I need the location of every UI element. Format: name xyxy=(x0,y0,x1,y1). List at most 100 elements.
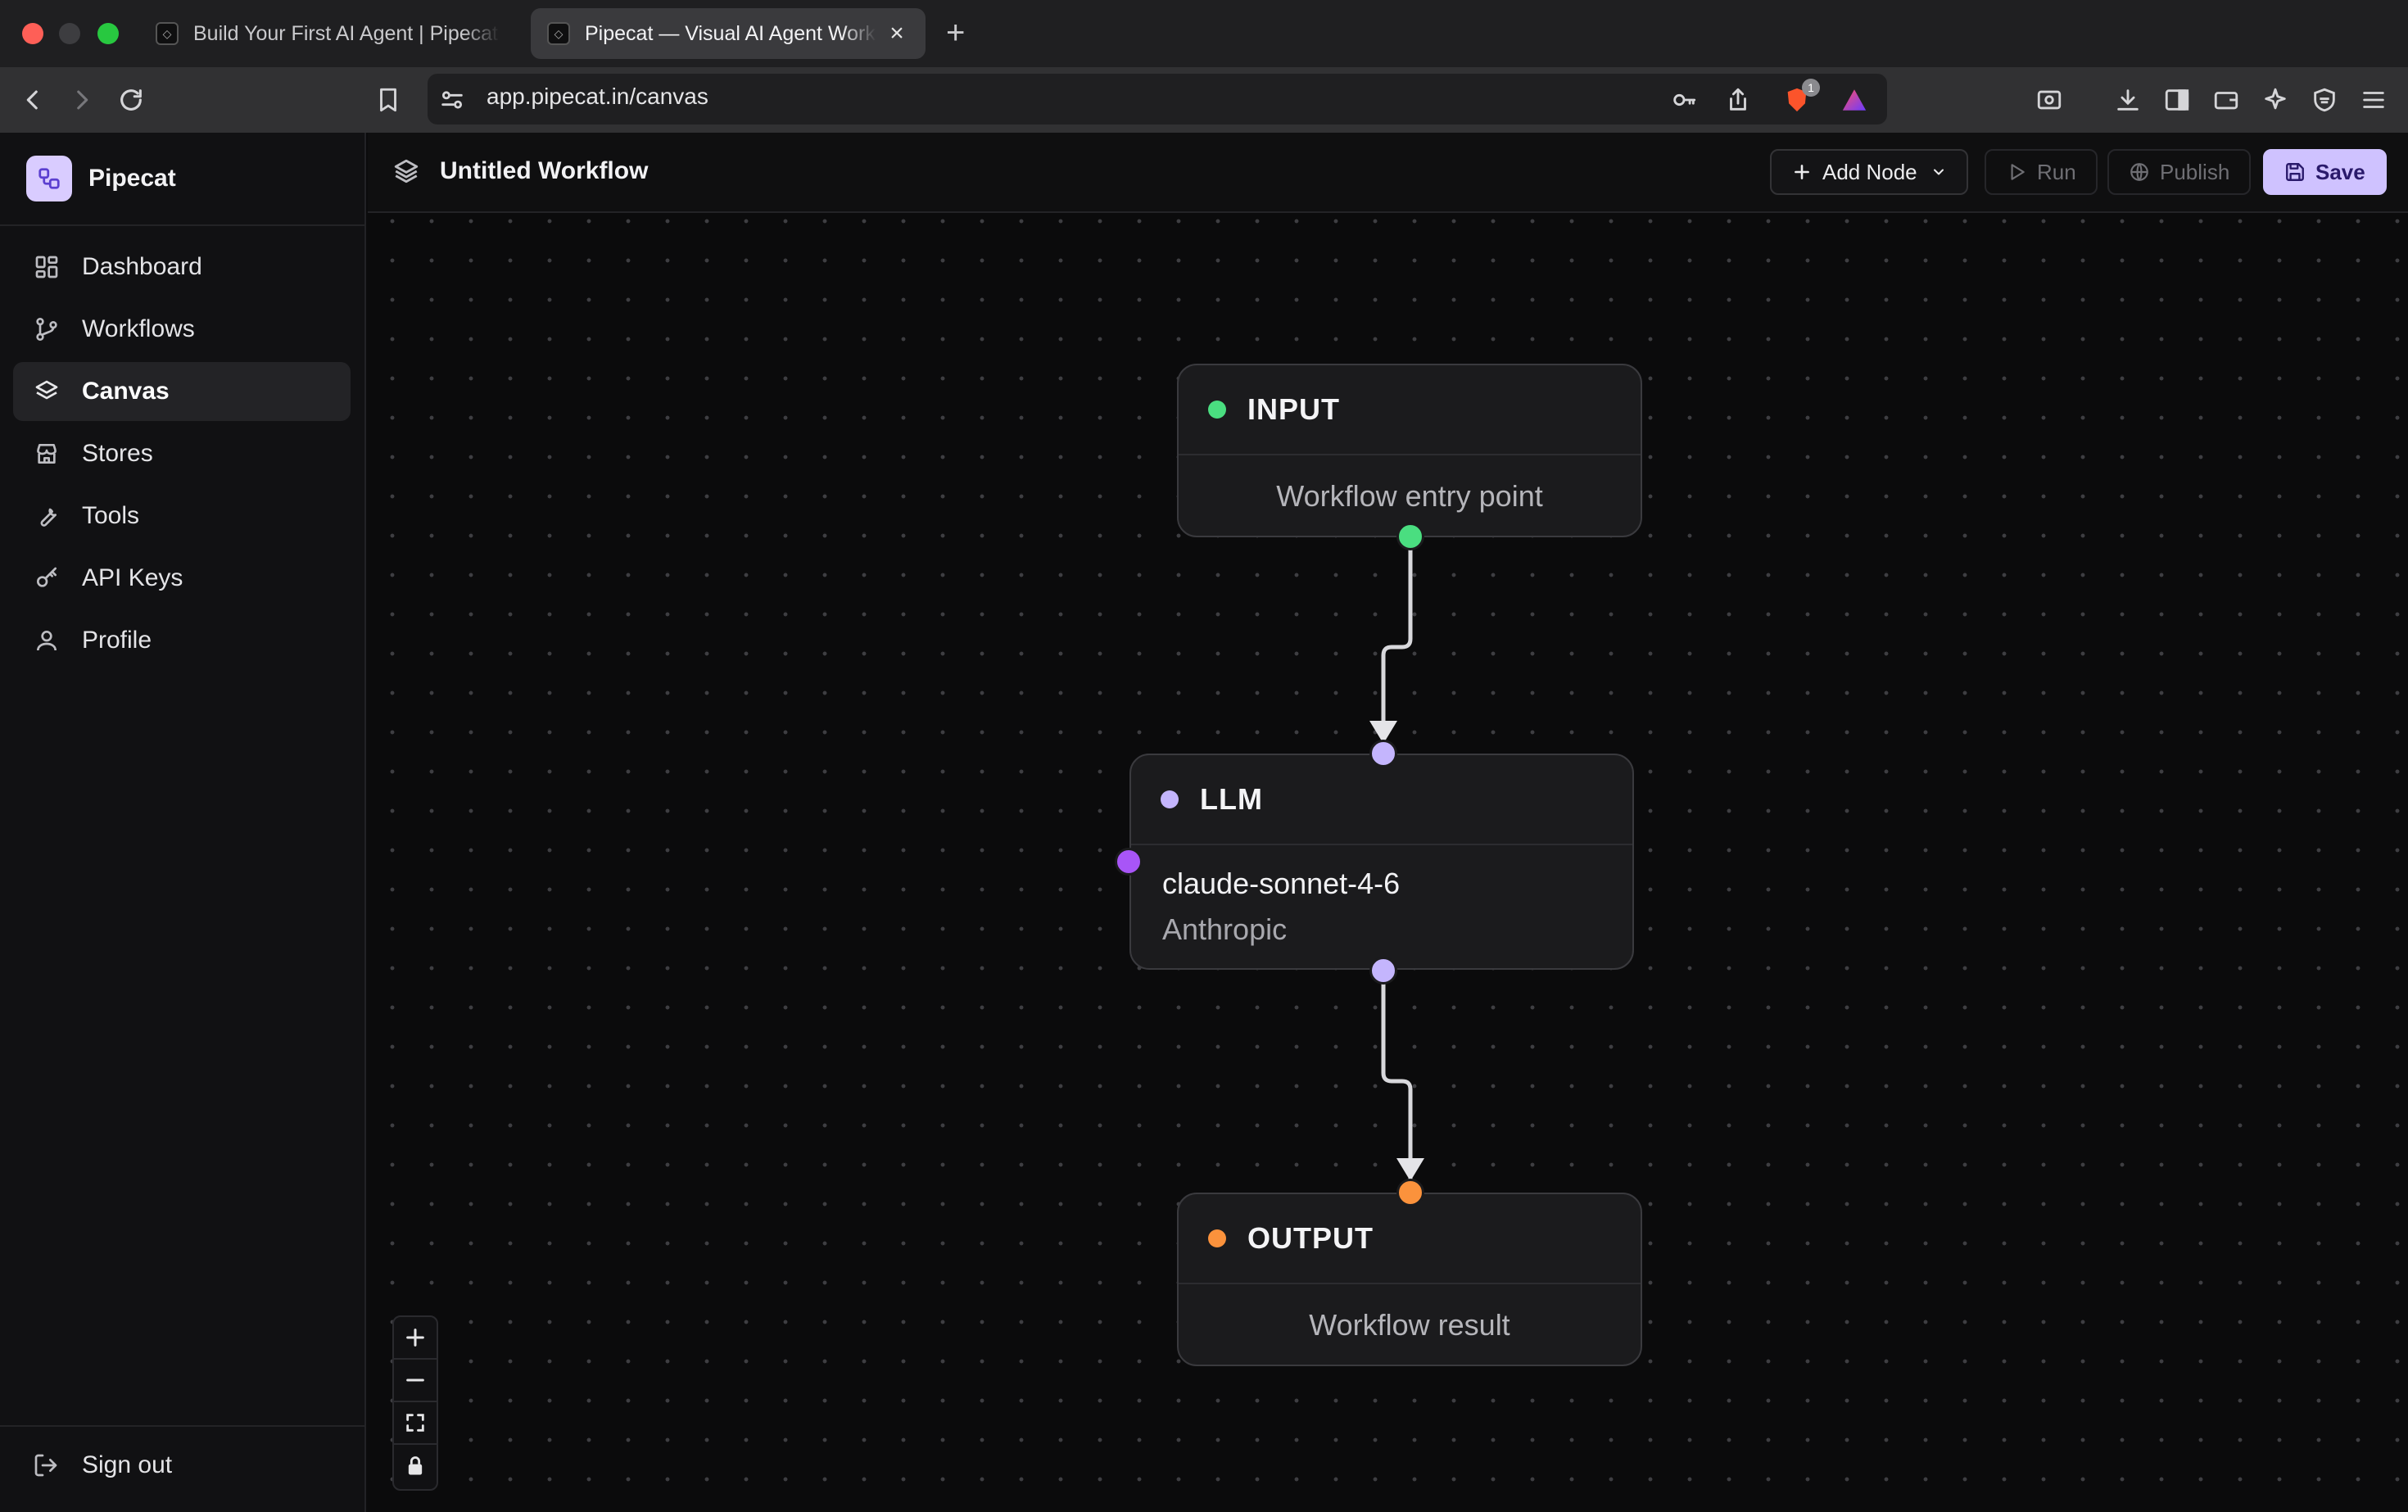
input-source-handle[interactable] xyxy=(1396,523,1424,550)
node-header: OUTPUT xyxy=(1179,1194,1641,1284)
browser-tab[interactable]: ◇ Build Your First AI Agent | Pipecat Tu… xyxy=(139,8,516,59)
status-dot xyxy=(1161,790,1179,808)
sidebar-item-dashboard[interactable]: Dashboard xyxy=(13,238,351,297)
window-close-button[interactable] xyxy=(22,23,43,44)
address-bar[interactable] xyxy=(428,74,1887,124)
node-description: Workflow entry point xyxy=(1276,479,1543,513)
edge-input-llm xyxy=(1381,536,1413,741)
reload-icon[interactable] xyxy=(113,82,149,118)
sidebar-item-label: Tools xyxy=(82,502,140,529)
sidebar-item-label: Canvas xyxy=(82,378,170,405)
workflow-canvas[interactable]: INPUT Workflow entry point LLM claude-so… xyxy=(368,213,2408,1512)
window-zoom-button[interactable] xyxy=(97,23,119,44)
sidebar-item-profile[interactable]: Profile xyxy=(13,611,351,670)
publish-label: Publish xyxy=(2160,159,2230,184)
llm-node[interactable]: LLM claude-sonnet-4-6 Anthropic xyxy=(1129,754,1634,970)
edges-layer xyxy=(1369,536,1424,1181)
sign-out-button[interactable]: Sign out xyxy=(33,1451,172,1479)
sidebar-item-api-keys[interactable]: API Keys xyxy=(13,549,351,608)
brand[interactable]: Pipecat xyxy=(26,156,176,201)
menu-icon[interactable] xyxy=(2356,82,2392,118)
save-button[interactable]: Save xyxy=(2263,149,2387,195)
node-type: INPUT xyxy=(1247,392,1340,426)
tab-title: Build Your First AI Agent | Pipecat Tuto… xyxy=(193,21,500,45)
save-label: Save xyxy=(2315,159,2365,184)
status-dot xyxy=(1208,401,1226,419)
divider xyxy=(0,224,366,226)
sidebar-item-label: Workflows xyxy=(82,315,195,342)
sidebar-item-canvas[interactable]: Canvas xyxy=(13,362,351,421)
llm-model-name: claude-sonnet-4-6 xyxy=(1162,867,1401,900)
pipecat-favicon-icon: ◇ xyxy=(547,22,570,45)
layers-icon xyxy=(33,378,61,405)
layers-icon xyxy=(394,159,419,183)
node-header: LLM xyxy=(1131,755,1632,845)
node-description: Workflow result xyxy=(1309,1308,1510,1342)
minus-icon xyxy=(406,1378,424,1382)
node-type: LLM xyxy=(1200,782,1263,816)
brand-name: Pipecat xyxy=(88,165,176,192)
sidebar-item-label: Stores xyxy=(82,440,153,467)
add-node-button[interactable]: Add Node xyxy=(1770,149,1968,195)
fit-view-button[interactable] xyxy=(394,1402,437,1445)
output-target-handle[interactable] xyxy=(1396,1179,1424,1206)
lock-toggle-button[interactable] xyxy=(394,1445,437,1487)
zoom-in-button[interactable] xyxy=(394,1317,437,1360)
sidebar-item-workflows[interactable]: Workflows xyxy=(13,300,351,359)
browser-tab-active[interactable]: ◇ Pipecat — Visual AI Agent Workflow Bui… xyxy=(531,8,926,59)
sidebar-item-stores[interactable]: Stores xyxy=(13,424,351,483)
window-minimize-button[interactable] xyxy=(59,23,80,44)
divider xyxy=(0,1425,366,1427)
git-branch-icon xyxy=(33,315,61,343)
bookmark-icon[interactable] xyxy=(370,82,406,118)
user-icon xyxy=(33,627,61,654)
store-icon xyxy=(33,440,61,468)
node-body: claude-sonnet-4-6 Anthropic xyxy=(1131,845,1632,968)
publish-button[interactable]: Publish xyxy=(2107,149,2252,195)
plus-icon xyxy=(1795,165,1809,179)
workflow-title[interactable]: Untitled Workflow xyxy=(392,157,648,185)
input-node[interactable]: INPUT Workflow entry point xyxy=(1177,364,1642,537)
sidebar-toggle-icon[interactable] xyxy=(2159,82,2195,118)
llm-target-handle[interactable] xyxy=(1369,740,1397,767)
run-button[interactable]: Run xyxy=(1985,149,2098,195)
output-node[interactable]: OUTPUT Workflow result xyxy=(1177,1193,1642,1366)
zoom-out-button[interactable] xyxy=(394,1360,437,1402)
sidebar-item-tools[interactable]: Tools xyxy=(13,487,351,545)
url-text[interactable]: app.pipecat.in/canvas xyxy=(487,84,708,109)
sidebar-item-label: Dashboard xyxy=(82,253,202,280)
screenshot-search-icon[interactable] xyxy=(2031,82,2067,118)
plus-icon xyxy=(406,1329,424,1347)
wallet-icon[interactable] xyxy=(2208,82,2244,118)
llm-source-handle[interactable] xyxy=(1369,957,1397,985)
password-key-icon[interactable] xyxy=(1666,82,1702,118)
back-icon[interactable] xyxy=(15,82,51,118)
sidebar-item-label: API Keys xyxy=(82,564,183,591)
vpn-shield-icon[interactable] xyxy=(2306,82,2342,118)
lock-icon xyxy=(408,1456,423,1475)
site-settings-icon[interactable] xyxy=(434,82,470,118)
wrench-icon xyxy=(33,502,61,530)
browser-tab-strip: ◇ Build Your First AI Agent | Pipecat Tu… xyxy=(0,0,2408,67)
share-icon[interactable] xyxy=(1720,82,1756,118)
shields-count-badge: 1 xyxy=(1802,79,1820,97)
pipecat-logo-icon xyxy=(26,156,72,201)
sign-out-label: Sign out xyxy=(82,1451,173,1478)
llm-tool-handle[interactable] xyxy=(1115,848,1143,876)
brave-shields-icon[interactable] xyxy=(1779,82,1815,118)
forward-icon[interactable] xyxy=(64,82,100,118)
add-node-label: Add Node xyxy=(1822,159,1917,184)
node-type: OUTPUT xyxy=(1247,1221,1374,1255)
play-icon xyxy=(2011,164,2025,180)
tab-close-icon[interactable]: × xyxy=(889,20,904,47)
leo-ai-icon[interactable] xyxy=(2257,82,2293,118)
globe-icon xyxy=(2130,163,2148,181)
app-sidebar: Pipecat Dashboard Workflows Canvas Store… xyxy=(0,133,366,1512)
new-tab-button[interactable]: + xyxy=(946,15,966,51)
save-icon xyxy=(2286,163,2304,181)
sidebar-nav: Dashboard Workflows Canvas Stores Tools … xyxy=(13,238,351,673)
grid-icon xyxy=(33,253,61,281)
brave-rewards-icon[interactable] xyxy=(1836,82,1872,118)
pipecat-favicon-icon: ◇ xyxy=(156,22,179,45)
downloads-icon[interactable] xyxy=(2110,82,2146,118)
